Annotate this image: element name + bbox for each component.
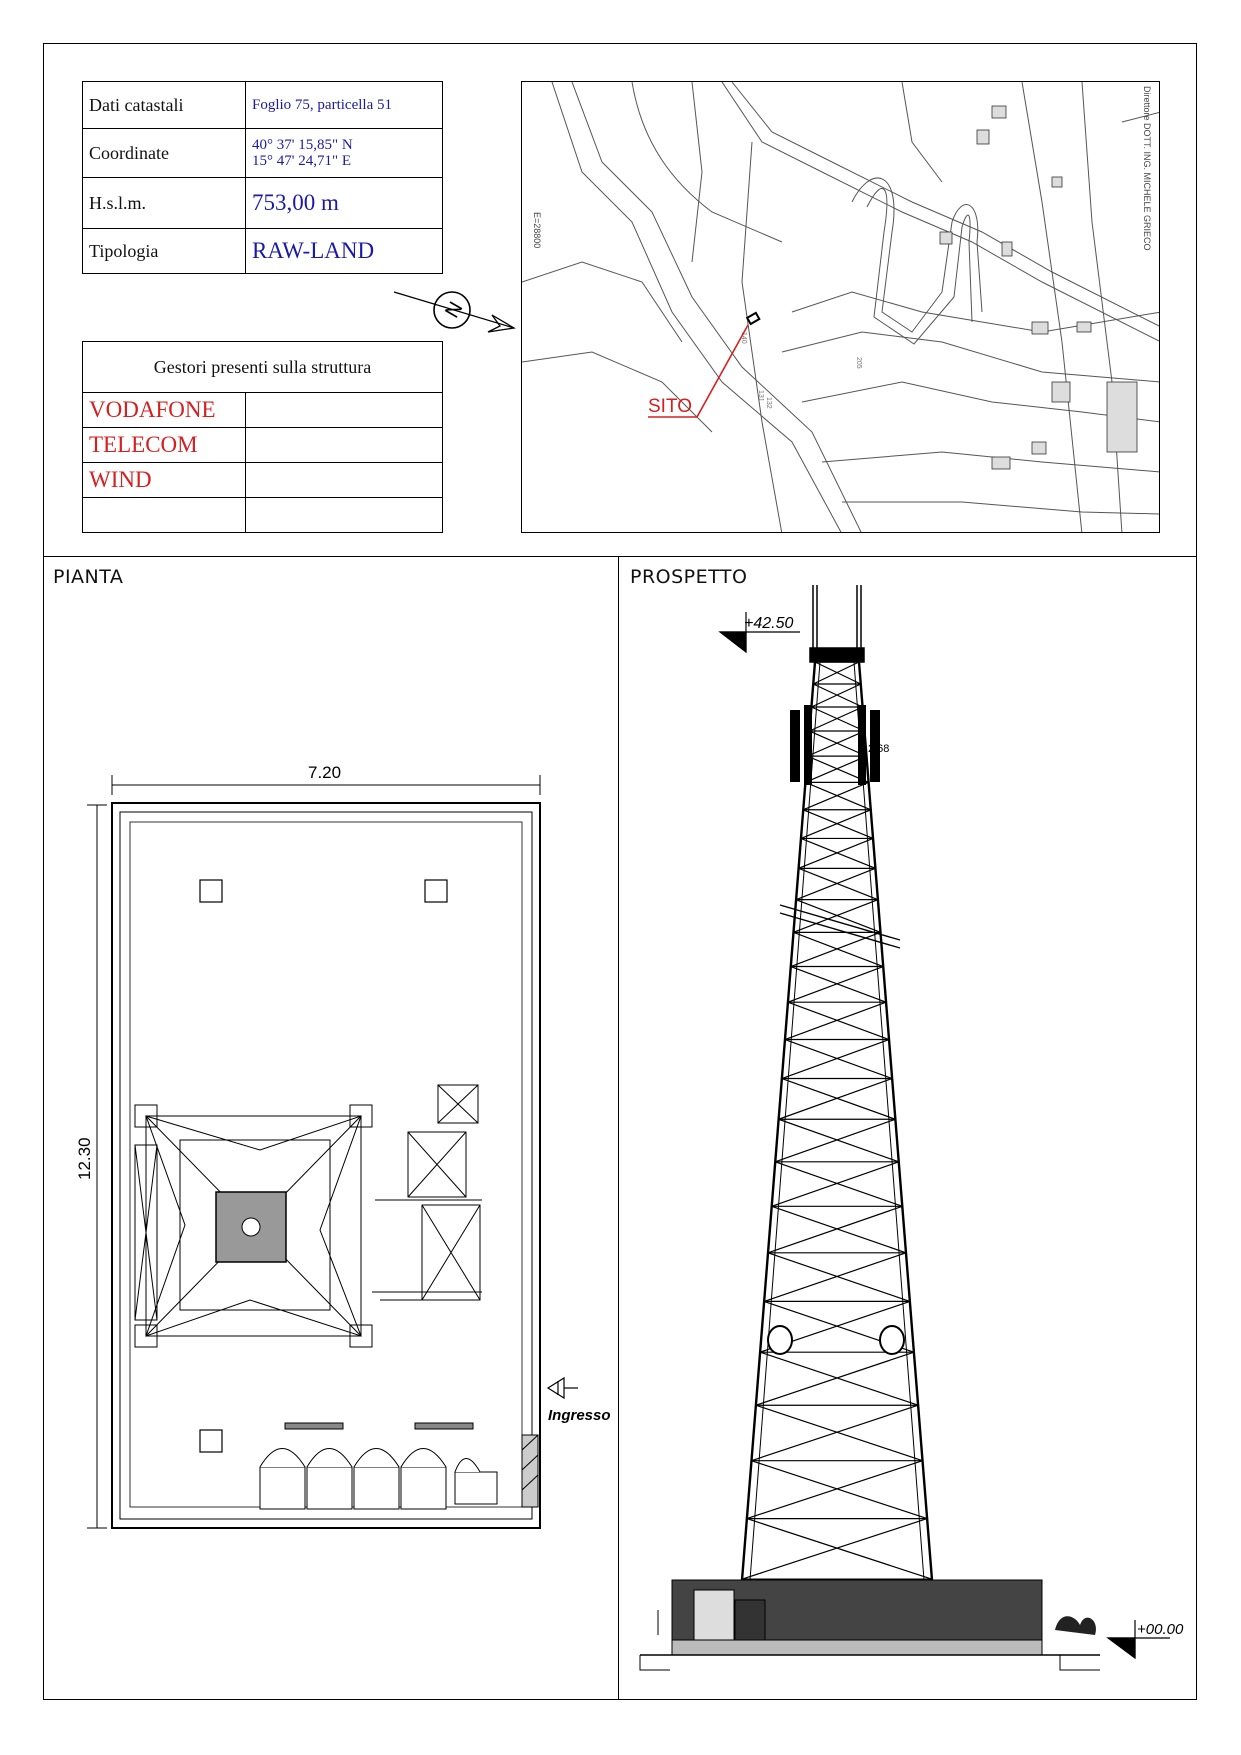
entrance-label: Ingresso — [548, 1407, 611, 1424]
operators-header: Gestori presenti sulla struttura — [82, 341, 443, 393]
site-label: SITO — [648, 396, 692, 417]
top-level-label: +42.50 — [744, 615, 793, 632]
map-side-label: Direttore DOTT. ING. MICHELE GRIECO — [1142, 86, 1152, 251]
row-altitude: H.s.l.m. 753,00 m — [82, 177, 443, 229]
plan-title: PIANTA — [53, 566, 124, 588]
drawing-sheet — [43, 43, 1197, 1700]
latitude: 40° 37' 15,85" N — [252, 137, 353, 153]
map-drawing: 140 132 131 205 E=28800 Direttore DOTT. … — [522, 82, 1159, 532]
ground-level-label: +00.00 — [1137, 1621, 1184, 1638]
label-coordinates: Coordinate — [82, 128, 246, 178]
value-altitude: 753,00 m — [245, 177, 443, 229]
row-type: Tipologia RAW-LAND — [82, 228, 443, 274]
tower-lattice — [740, 661, 934, 1581]
north-arrow-icon: N — [393, 291, 516, 333]
plan-drawing: 7.20 12.30 — [75, 763, 611, 1529]
operator-vodafone: VODAFONE — [82, 392, 246, 428]
value-type: RAW-LAND — [245, 228, 443, 274]
horizontal-divider — [43, 556, 1197, 557]
elevation-title: PROSPETTO — [630, 566, 748, 588]
north-label: N — [441, 298, 467, 322]
row-coordinates: Coordinate 40° 37' 15,85" N 15° 47' 24,7… — [82, 128, 443, 178]
parcel-label-131: 131 — [757, 390, 764, 402]
antenna-dimension-label: 2.68 — [868, 743, 889, 755]
map-coordinate-label: E=28800 — [532, 212, 542, 248]
value-cadastral: Foglio 75, particella 51 — [245, 81, 443, 129]
value-coordinates: 40° 37' 15,85" N 15° 47' 24,71" E — [245, 128, 443, 178]
parcel-label-132: 132 — [765, 397, 772, 409]
plan-width-dimension: 7.20 — [308, 763, 341, 782]
parcel-label-205: 205 — [855, 357, 862, 369]
cadastral-map: 140 132 131 205 E=28800 Direttore DOTT. … — [521, 81, 1160, 533]
operator-telecom: TELECOM — [82, 427, 246, 463]
row-cadastral: Dati catastali Foglio 75, particella 51 — [82, 81, 443, 129]
label-type: Tipologia — [82, 228, 246, 274]
operator-wind: WIND — [82, 462, 246, 498]
operators-table: Gestori presenti sulla struttura VODAFON… — [82, 341, 443, 533]
entrance-arrow-icon — [546, 1376, 578, 1400]
plan-height-dimension: 12.30 — [75, 1137, 94, 1180]
site-marker-icon — [745, 311, 761, 326]
label-altitude: H.s.l.m. — [82, 177, 246, 229]
parcel-label-140: 140 — [740, 332, 747, 344]
vertical-divider — [618, 556, 619, 1700]
site-info-table: Dati catastali Foglio 75, particella 51 … — [82, 81, 443, 274]
longitude: 15° 47' 24,71" E — [252, 153, 351, 169]
elevation-drawing: +42.50 2.68 +00.00 — [639, 585, 1184, 1671]
label-cadastral: Dati catastali — [82, 81, 246, 129]
